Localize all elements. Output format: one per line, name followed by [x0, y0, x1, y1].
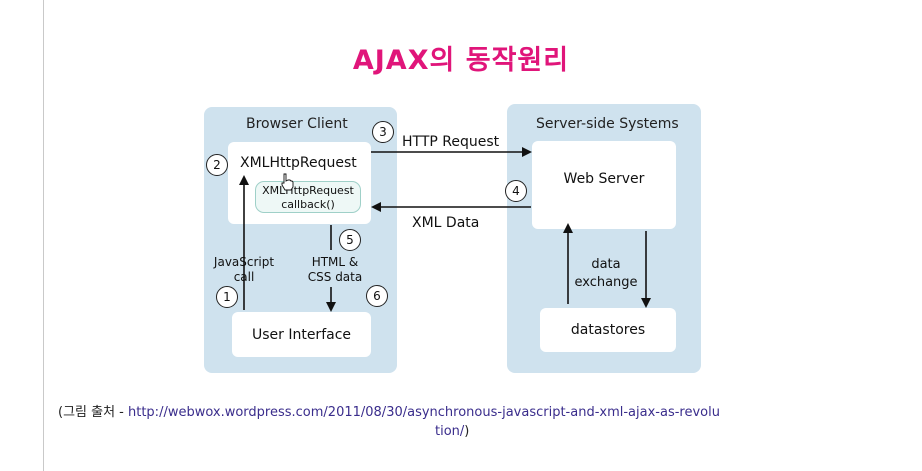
- user-interface-box: User Interface: [232, 312, 371, 357]
- cursor-hand-icon: [281, 173, 294, 191]
- page-title: AJAX의 동작원리: [352, 45, 570, 76]
- http-request-label: HTTP Request: [402, 134, 500, 150]
- html-css-data-label: HTML & CSS data: [307, 255, 363, 284]
- web-server-box: Web Server: [532, 141, 676, 229]
- xml-data-label: XML Data: [412, 215, 480, 231]
- source-url-line2[interactable]: tion/: [435, 424, 465, 439]
- step-2-badge: 2: [206, 154, 228, 176]
- figure-source-caption: (그림 출처 - http://webwox.wordpress.com/201…: [58, 402, 858, 424]
- xmlhttprequest-label: XMLHttpRequest: [240, 155, 357, 171]
- step-1-badge: 1: [216, 286, 238, 308]
- caption-suffix: ): [464, 424, 470, 439]
- server-side-label: Server-side Systems: [536, 116, 679, 132]
- datastores-box: datastores: [540, 308, 676, 352]
- step-3-badge: 3: [372, 121, 394, 143]
- caption-prefix: (그림 출처 -: [58, 405, 128, 420]
- browser-client-label: Browser Client: [246, 116, 348, 132]
- data-exchange-label: data exchange: [574, 257, 638, 290]
- step-6-badge: 6: [366, 285, 388, 307]
- left-divider: [43, 0, 44, 471]
- source-url-line1[interactable]: http://webwox.wordpress.com/2011/08/30/a…: [128, 405, 720, 420]
- step-4-badge: 4: [505, 180, 527, 202]
- figure-source-caption-line2: tion/): [435, 424, 469, 439]
- step-5-badge: 5: [339, 229, 361, 251]
